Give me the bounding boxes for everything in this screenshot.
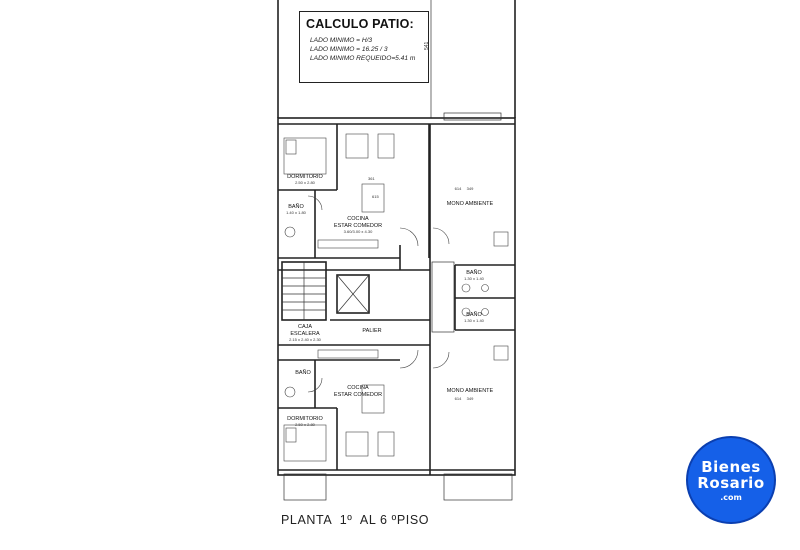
bed-bottom [283, 424, 327, 462]
table-bottom [345, 431, 369, 457]
label-bano-right-bottom: BAÑO [466, 311, 482, 318]
duct-block [431, 261, 455, 333]
toilet-right-top [461, 283, 471, 293]
dim-bano-right-bottom: 1.30 x 1.40 [464, 318, 485, 323]
label-cocina-bottom-2: ESTAR COMEDOR [334, 392, 382, 398]
elevator-shaft [336, 274, 370, 314]
stair-steps [282, 262, 326, 320]
toilet-top [284, 226, 296, 238]
calc-line-1: LADO MINIMO = H/3 [310, 37, 373, 44]
logo-line-1: Bienes [701, 458, 761, 476]
table-top [345, 133, 369, 159]
desk-bottom [377, 431, 395, 457]
plan-caption: PLANTA 1º AL 6 ºPISO [281, 513, 430, 527]
label-caja-2: ESCALERA [290, 331, 320, 337]
dim-dormitorio-bottom: 2.50 x 2.80 [295, 422, 316, 427]
dining-table-bottom [361, 384, 385, 414]
label-caja-1: CAJA [298, 324, 312, 330]
label-cocina-bottom-1: COCINA [347, 385, 369, 391]
label-bano-top: BAÑO [288, 203, 304, 210]
kitchen-counter-top [317, 239, 379, 249]
label-dormitorio-top: DORMITORIO [287, 174, 323, 180]
door-swing [399, 349, 419, 369]
dim-615: 615 [372, 194, 379, 199]
building-outline [277, 117, 516, 476]
dim-mono-bottom-b: 349 [467, 396, 474, 401]
kitchenette-bottom [493, 345, 509, 361]
patio-calculation-box: CALCULO PATIO: LADO MINIMO = H/3 LADO MI… [299, 11, 429, 83]
bienes-rosario-logo: Bienes Rosario .com [686, 436, 776, 524]
calc-line-3: LADO MINIMO REQUEIDO=5.41 m [310, 55, 416, 62]
kitchen-counter-bottom [317, 349, 379, 359]
label-dormitorio-bottom: DORMITORIO [287, 416, 323, 422]
toilet-bottom [284, 386, 296, 398]
dim-mono-bottom-a: 614 [455, 396, 462, 401]
top-balcony [443, 112, 502, 121]
calc-dimension: 541 [424, 41, 430, 50]
label-palier: PALIER [362, 328, 381, 334]
logo-line-3: .com [720, 493, 742, 502]
desk-top [377, 133, 395, 159]
calc-line-2: LADO MINIMO = 16.25 / 3 [310, 46, 388, 53]
dim-caja: 2.15 x 2.40 x 2.30 [289, 337, 322, 342]
calc-title: CALCULO PATIO: [306, 17, 414, 31]
dim-361: 361 [368, 176, 375, 181]
dim-bano-top: 1.40 x 1.80 [286, 210, 307, 215]
dim-dormitorio-top: 2.50 x 2.80 [295, 180, 316, 185]
dim-mono-top-b: 349 [467, 186, 474, 191]
dim-bano-right-top: 1.30 x 1.40 [464, 276, 485, 281]
label-cocina-top-1: COCINA [347, 216, 369, 222]
bottom-balcony-right [443, 473, 513, 501]
label-bano-right-top: BAÑO [466, 269, 482, 276]
label-mono-top: MONO AMBIENTE [447, 201, 494, 207]
bed-top [283, 137, 327, 175]
door-swing [399, 227, 419, 247]
logo-line-2: Rosario [697, 474, 765, 492]
bottom-balcony-left [283, 473, 327, 501]
label-mono-bottom: MONO AMBIENTE [447, 388, 494, 394]
kitchenette-top [493, 231, 509, 247]
label-bano-bottom: BAÑO [295, 369, 311, 376]
toilet-right-bottom [461, 307, 471, 317]
dim-cocina-top: 3.60/3.00 x 4.30 [344, 229, 373, 234]
label-cocina-top-2: ESTAR COMEDOR [334, 223, 382, 229]
dim-mono-top-a: 614 [455, 186, 462, 191]
dining-table-top [361, 183, 385, 213]
